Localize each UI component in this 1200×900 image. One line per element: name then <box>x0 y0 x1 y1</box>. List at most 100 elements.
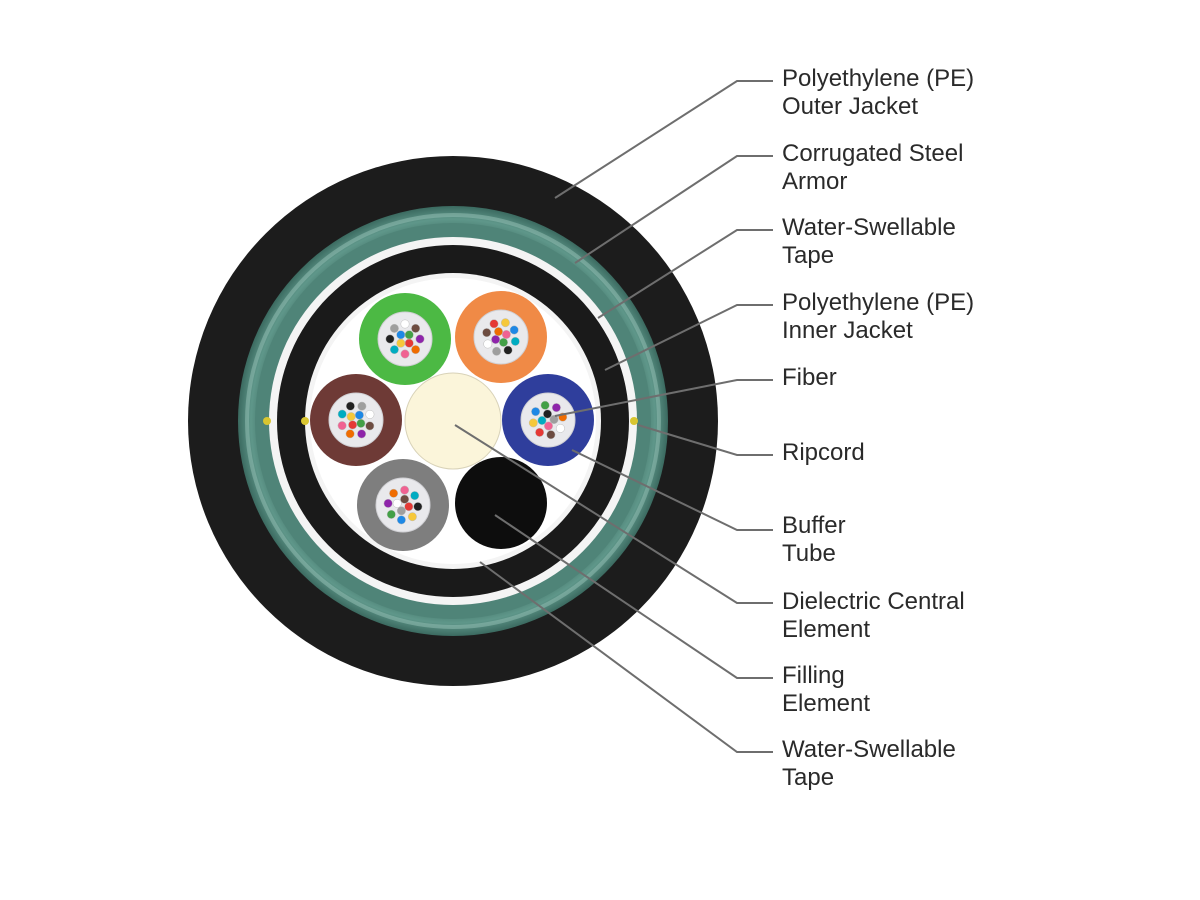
leader-lines <box>454 80 773 753</box>
label-line: Element <box>782 690 870 717</box>
fiber <box>357 429 367 439</box>
label-line: Outer Jacket <box>782 93 918 120</box>
fiber <box>410 491 420 501</box>
label-filling-element: Filling Element <box>782 662 870 717</box>
fiber <box>544 421 553 431</box>
label-line: Element <box>782 616 870 643</box>
fiber <box>392 498 402 508</box>
leader-pe-inner-jacket <box>604 304 773 371</box>
fiber <box>404 338 414 348</box>
dielectric-central-element <box>404 372 502 470</box>
fiber <box>337 421 347 431</box>
label-line: Buffer <box>782 512 846 539</box>
label-line: Water-Swellable <box>782 736 956 763</box>
label-line: Water-Swellable <box>782 214 956 241</box>
fiber <box>346 412 356 422</box>
fiber <box>500 318 510 328</box>
fiber <box>411 323 421 333</box>
fiber <box>389 345 399 355</box>
fiber <box>540 400 550 410</box>
fiber <box>551 403 561 413</box>
buffer-tubes <box>310 291 594 551</box>
label-line: Tube <box>782 540 836 567</box>
ripcord-left <box>263 417 271 425</box>
fiber <box>494 327 503 337</box>
label-line: Armor <box>782 168 847 195</box>
ripcord-left-inner <box>301 417 309 425</box>
fiber <box>546 430 556 440</box>
fiber <box>407 512 417 522</box>
buffer-blue-tube <box>502 374 594 466</box>
fiber <box>356 418 366 428</box>
fiber <box>385 334 395 344</box>
label-ripcord: Ripcord <box>782 439 865 466</box>
leader-filling-element <box>494 514 773 679</box>
fiber <box>491 335 501 344</box>
label-buffer-tube: Buffer Tube <box>782 512 852 567</box>
leader-water-swellable-tape-inner <box>479 561 773 753</box>
fiber <box>400 494 410 504</box>
fiber <box>510 336 520 346</box>
fiber <box>345 429 355 439</box>
fiber <box>528 418 538 428</box>
fiber <box>509 325 519 335</box>
fiber <box>535 427 545 437</box>
leader-water-swellable-tape-outer <box>597 229 773 319</box>
label-line: Dielectric Central <box>782 588 965 615</box>
buffer-orange-tube <box>455 291 547 383</box>
fiber <box>354 410 364 420</box>
leader-corrugated-steel-armor <box>574 155 773 264</box>
label-line: Fiber <box>782 364 837 391</box>
fiber <box>357 401 367 411</box>
label-line: Filling <box>782 662 845 689</box>
buffer-tube-gel <box>520 392 576 448</box>
fiber <box>400 485 410 495</box>
fiber <box>365 421 375 431</box>
fiber <box>499 337 508 347</box>
fiber <box>400 319 410 329</box>
fiber <box>411 345 421 355</box>
leader-buffer-tube <box>571 449 773 531</box>
leader-pe-outer-jacket <box>554 80 773 199</box>
fiber <box>537 416 547 425</box>
ripcord-right <box>630 417 638 425</box>
label-fiber: Fiber <box>782 364 837 391</box>
fiber <box>483 339 493 349</box>
fiber <box>345 401 355 411</box>
label-line: Polyethylene (PE) <box>782 65 974 92</box>
leader-dielectric-central-element <box>454 424 773 604</box>
label-dielectric-central-element: Dielectric Central Element <box>782 588 971 643</box>
fiber <box>501 330 511 339</box>
label-line: Tape <box>782 242 834 269</box>
fiber <box>404 502 414 512</box>
fiber <box>531 407 541 417</box>
cable-cross-section <box>188 156 718 686</box>
fiber <box>389 488 399 498</box>
fiber <box>489 319 499 329</box>
fiber <box>400 349 410 359</box>
fiber <box>383 498 393 508</box>
buffer-tube-gel <box>328 392 384 448</box>
buffer-green-tube <box>359 293 451 385</box>
component-labels: Polyethylene (PE) Outer Jacket Corrugate… <box>782 65 981 791</box>
fiber <box>549 415 559 424</box>
buffer-brown-tube <box>310 374 402 466</box>
label-line: Inner Jacket <box>782 317 913 344</box>
fiber <box>386 509 396 519</box>
buffer-tube-gel <box>375 477 431 533</box>
fiber <box>482 328 492 338</box>
leader-ripcord <box>637 424 773 456</box>
fiber <box>415 334 425 344</box>
label-pe-inner-jacket: Polyethylene (PE) Inner Jacket <box>782 289 981 344</box>
buffer-gray-tube <box>357 459 449 551</box>
fiber <box>413 502 423 512</box>
label-line: Corrugated Steel <box>782 140 963 167</box>
label-line: Tape <box>782 764 834 791</box>
label-line: Ripcord <box>782 439 865 466</box>
buffer-tube-gel <box>473 309 529 365</box>
fiber <box>404 330 414 340</box>
armor-highlight <box>245 213 661 629</box>
fiber <box>555 423 565 433</box>
fiber <box>396 506 406 516</box>
